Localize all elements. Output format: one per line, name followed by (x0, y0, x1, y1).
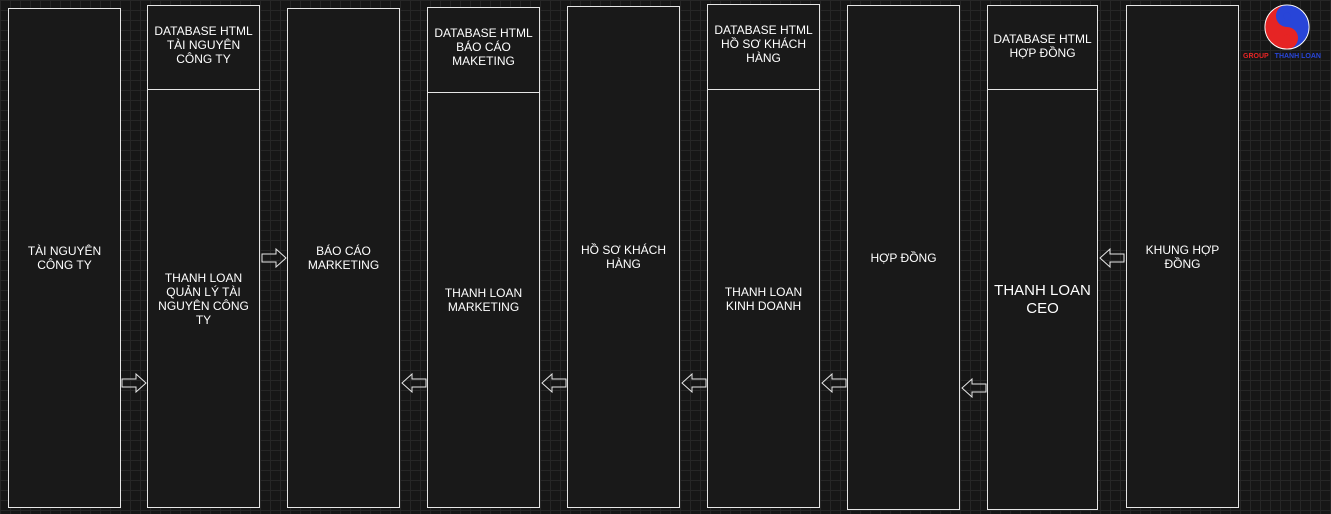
column-label: THANH LOAN QUẢN LÝ TÀI NGUYÊN CÔNG TY (158, 270, 249, 327)
column-thanh-loan-ceo[interactable]: DATABASE HTML HỢP ĐỒNG THANH LOAN CEO (987, 5, 1098, 510)
arrow-right-icon (121, 373, 147, 393)
column-label: THANH LOAN KINH DOANH (724, 284, 803, 313)
column-hop-dong[interactable]: HỢP ĐỒNG (847, 5, 960, 510)
column-label: KHUNG HỢP ĐỒNG (1145, 242, 1220, 271)
logo-text: GROUP THANH LOAN (1243, 52, 1327, 62)
column-label: HỢP ĐỒNG (870, 250, 937, 265)
arrow-left-icon (401, 373, 427, 393)
column-bao-cao-marketing[interactable]: BÁO CÁO MARKETING (287, 8, 400, 508)
column-label: BÁO CÁO MARKETING (307, 244, 380, 272)
column-tai-nguyen-cong-ty[interactable]: TÀI NGUYÊN CÔNG TY (8, 8, 121, 508)
column-thanh-loan-marketing[interactable]: DATABASE HTML BÁO CÁO MAKETING THANH LOA… (427, 7, 540, 508)
arrow-left-icon (821, 373, 847, 393)
column-khung-hop-dong[interactable]: KHUNG HỢP ĐỒNG (1126, 5, 1239, 508)
column-ho-so-khach-hang[interactable]: HỒ SƠ KHÁCH HÀNG (567, 6, 680, 508)
logo-text-name: THANH LOAN (1274, 53, 1321, 60)
column-thanh-loan-kinh-doanh[interactable]: DATABASE HTML HỒ SƠ KHÁCH HÀNG THANH LOA… (707, 4, 820, 508)
arrow-left-icon (541, 373, 567, 393)
arrow-left-icon (961, 378, 987, 398)
column-label: TÀI NGUYÊN CÔNG TY (27, 244, 102, 272)
logo-text-group: GROUP (1243, 53, 1269, 60)
arrow-left-icon (681, 373, 707, 393)
company-logo: GROUP THANH LOAN (1243, 4, 1327, 62)
yin-yang-icon (1264, 4, 1310, 50)
arrow-right-icon (261, 248, 287, 268)
column-quan-ly-tai-nguyen[interactable]: DATABASE HTML TÀI NGUYÊN CÔNG TY THANH L… (147, 5, 260, 508)
arrow-left-icon (1099, 248, 1125, 268)
database-header: DATABASE HTML TÀI NGUYÊN CÔNG TY (148, 6, 259, 90)
column-label: HỒ SƠ KHÁCH HÀNG (581, 243, 666, 271)
database-header: DATABASE HTML BÁO CÁO MAKETING (428, 8, 539, 93)
database-header: DATABASE HTML HỢP ĐỒNG (988, 6, 1097, 90)
column-label: THANH LOAN CEO (994, 281, 1091, 317)
database-header: DATABASE HTML HỒ SƠ KHÁCH HÀNG (708, 5, 819, 90)
column-label: THANH LOAN MARKETING (444, 286, 523, 314)
